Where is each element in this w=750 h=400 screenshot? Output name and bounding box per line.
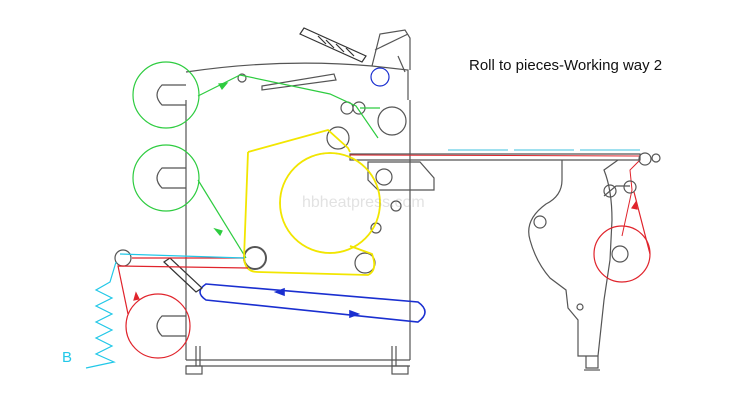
red-roll-right bbox=[593, 191, 651, 283]
roller-upper bbox=[326, 126, 350, 150]
roller-right-1 bbox=[377, 106, 407, 136]
red-roll-left bbox=[125, 293, 191, 359]
green-roll-top bbox=[132, 61, 200, 129]
roller-lower-left bbox=[243, 246, 267, 270]
diagram-title: Roll to pieces-Working way 2 bbox=[469, 57, 663, 74]
watermark: hbheatpress.com bbox=[302, 194, 425, 211]
green-roll-mid bbox=[132, 144, 200, 212]
red-path-top bbox=[349, 154, 641, 237]
roller-guide-top bbox=[237, 73, 247, 83]
yellow-belt bbox=[243, 129, 381, 276]
pneumatic-cylinder bbox=[299, 27, 390, 87]
tensioner-bar bbox=[163, 257, 203, 293]
right-frame bbox=[528, 152, 661, 371]
cyan-path bbox=[85, 253, 245, 369]
green-path bbox=[132, 61, 380, 259]
blue-belt bbox=[199, 283, 426, 323]
label-b: B bbox=[62, 349, 73, 366]
roller-feed bbox=[114, 249, 132, 267]
roller-small-4 bbox=[390, 200, 402, 212]
red-path-left bbox=[117, 257, 249, 359]
roller-small-3 bbox=[375, 168, 393, 186]
